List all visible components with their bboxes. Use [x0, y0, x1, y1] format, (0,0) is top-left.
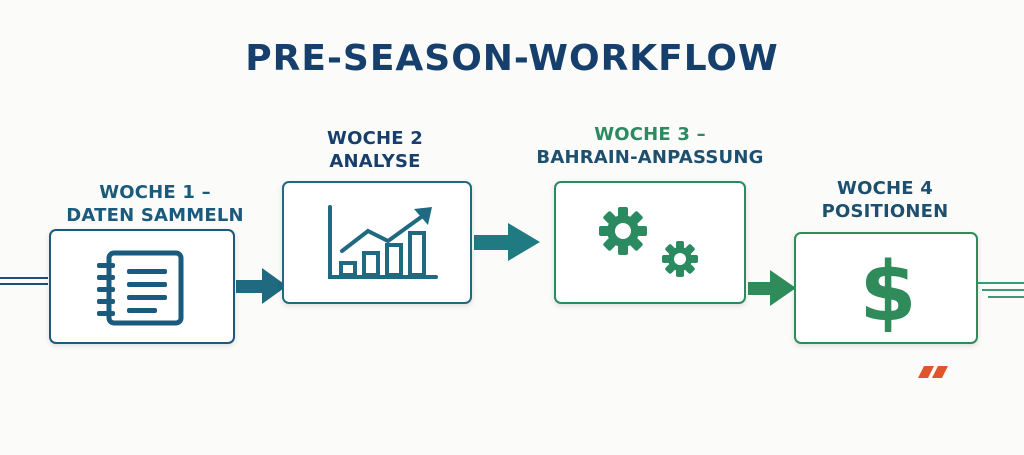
svg-text:$: $: [859, 245, 916, 340]
right-ticks: [978, 282, 1024, 298]
step-1-line2: DATEN SAMMELN: [66, 204, 244, 226]
step-2-box[interactable]: [282, 181, 472, 304]
notebook-icon: [97, 250, 184, 326]
bar-chart-icon: [328, 205, 438, 279]
arrow-3-icon: [748, 270, 796, 306]
step-2-line1: WOCHE 2: [327, 128, 423, 149]
gears-icon: [599, 207, 698, 277]
step-3-label: WOCHE 3 – BAHRAIN-ANPASSUNG: [500, 124, 800, 169]
dollar-icon: $: [859, 245, 916, 340]
step-1-line1: WOCHE 1 –: [99, 182, 211, 203]
page-title: PRE-SEASON-WORKFLOW: [245, 38, 779, 79]
step-1-label: WOCHE 1 – DATEN SAMMELN: [30, 182, 280, 227]
timeline-baseline: [48, 364, 960, 380]
step-2-label: WOCHE 2 ANALYSE: [270, 128, 480, 173]
step-4-label: WOCHE 4 POSITIONEN: [790, 178, 980, 223]
left-ticks: [0, 277, 48, 285]
step-4-box[interactable]: $: [794, 232, 978, 344]
step-3-line2: BAHRAIN-ANPASSUNG: [536, 146, 764, 168]
step-3-box[interactable]: [554, 181, 746, 304]
step-1-box[interactable]: [49, 229, 235, 344]
step-2-line2: ANALYSE: [329, 150, 421, 172]
step-3-line1: WOCHE 3 –: [594, 124, 706, 145]
arrow-2-icon: [474, 223, 540, 261]
step-4-line2: POSITIONEN: [821, 200, 949, 222]
timeline-accent: [918, 366, 948, 378]
step-4-line1: WOCHE 4: [837, 178, 933, 199]
arrow-1-icon: [236, 268, 287, 304]
